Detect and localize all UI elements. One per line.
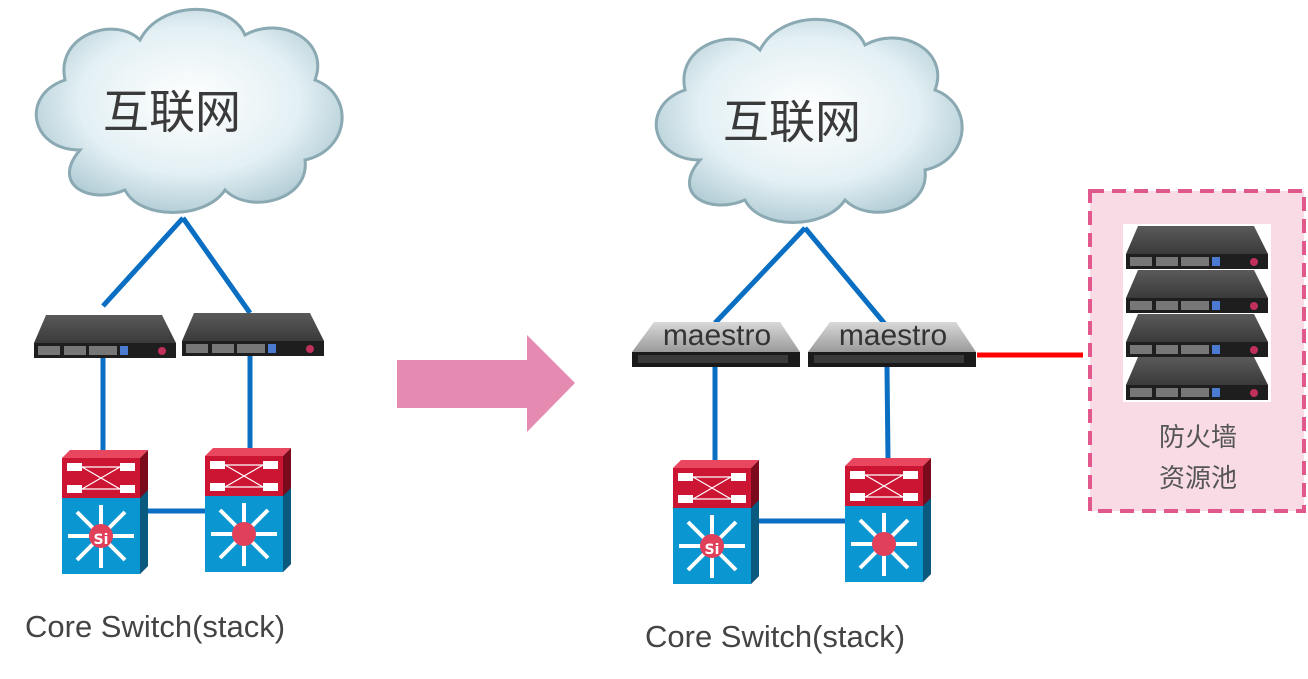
core-switch-icon: [843, 456, 933, 584]
core-switch-icon: [60, 448, 150, 576]
arrow-right-icon: [397, 335, 575, 432]
caption-left: Core Switch(stack): [25, 609, 285, 644]
links-left: [100, 216, 253, 514]
cloud-label: 互联网: [723, 95, 861, 149]
firewall-appliance-icon: [182, 313, 324, 356]
core-switch-icon: [203, 446, 293, 574]
maestro-label: maestro: [663, 319, 771, 352]
si-badge: Si: [94, 532, 109, 548]
firewall-appliance-icon: [1126, 226, 1268, 269]
caption-right: Core Switch(stack): [645, 619, 905, 654]
links-right: [712, 226, 891, 524]
firewall-resource-pool: 防火墙 资源池: [1088, 189, 1306, 513]
pool-label-line1: 防火墙: [1159, 423, 1237, 453]
maestro-label: maestro: [839, 319, 947, 352]
firewall-appliance-icon: [34, 315, 176, 358]
firewall-appliance-icon: [1126, 357, 1268, 400]
cloud-label: 互联网: [103, 85, 241, 139]
pool-label-line2: 资源池: [1159, 464, 1237, 494]
core-switch-icon: [671, 458, 761, 586]
si-badge: Si: [705, 542, 720, 558]
firewall-appliance-icon: [1126, 270, 1268, 313]
firewall-appliance-icon: [1126, 314, 1268, 357]
